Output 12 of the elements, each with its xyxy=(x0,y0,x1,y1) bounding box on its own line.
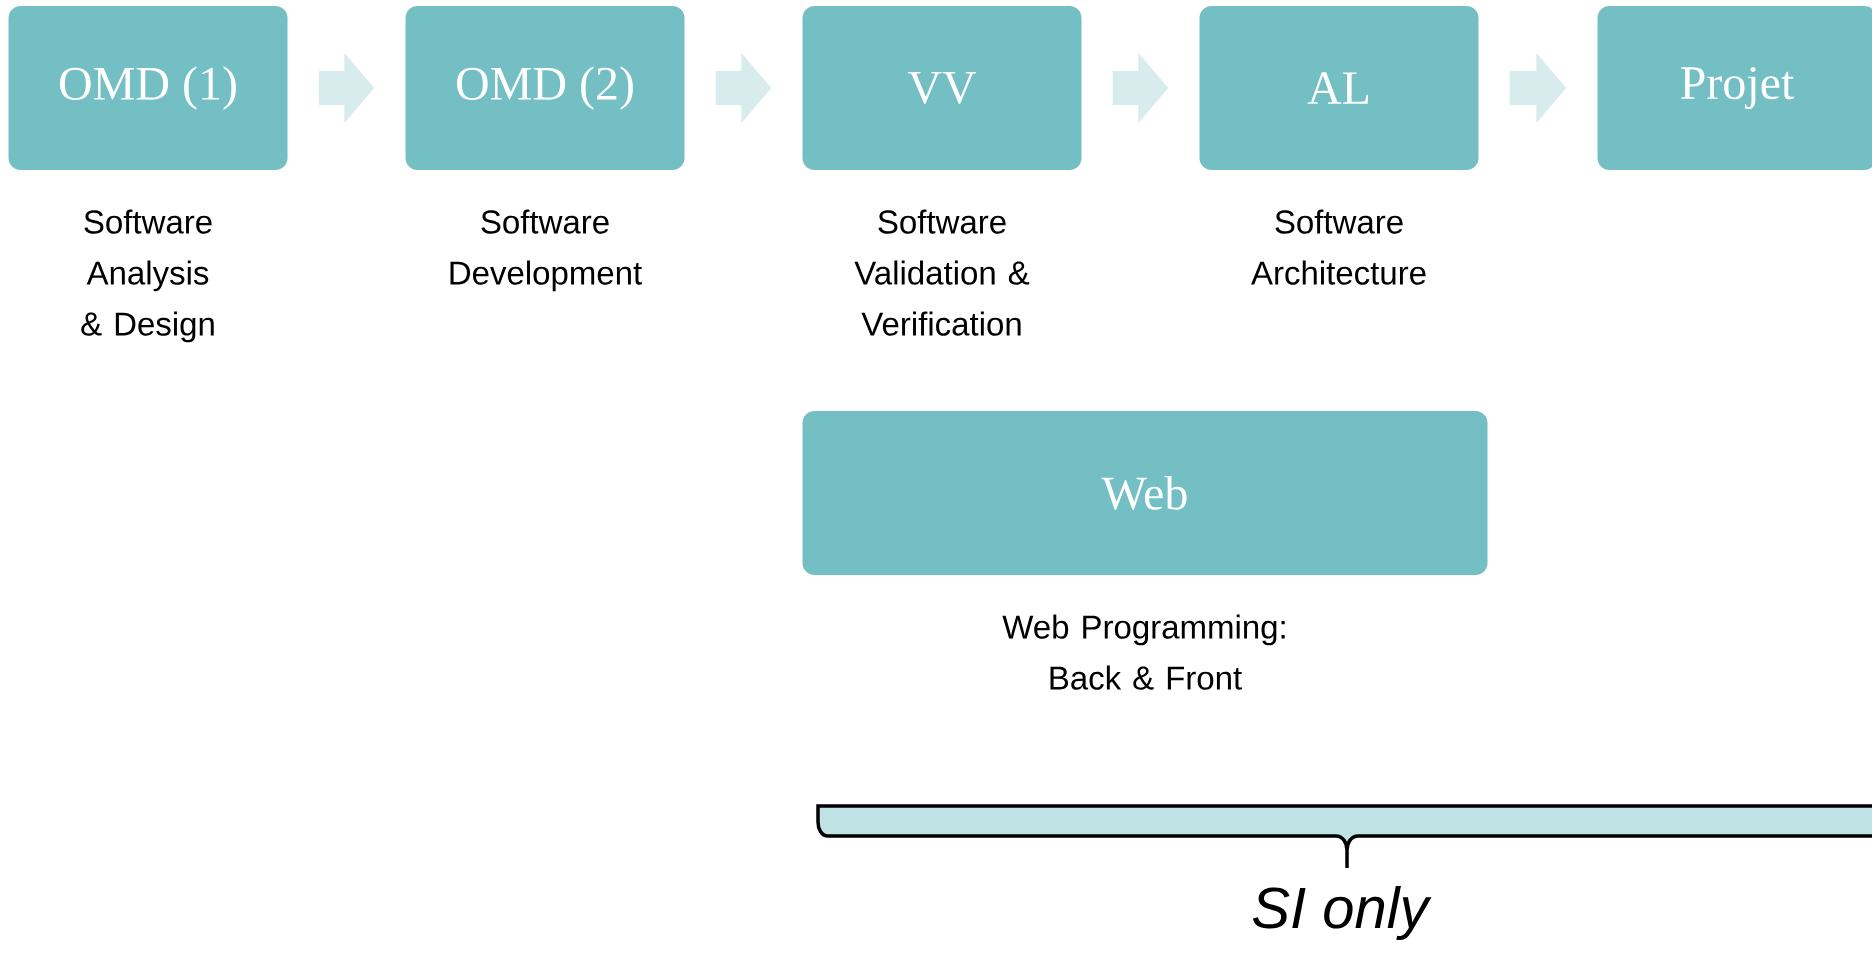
description-text: Software Analysis & Design xyxy=(81,209,214,343)
process-box: Web xyxy=(802,411,1488,575)
process-box: AL xyxy=(1199,6,1479,170)
process-box: VV xyxy=(802,6,1082,170)
brace-label: SI only xyxy=(1253,885,1432,940)
description-text: Software Architecture xyxy=(1251,209,1426,285)
process-box: Projet xyxy=(1597,6,1872,170)
description-text: Software Development xyxy=(450,209,642,292)
description-text: Web Programming: Back & Front xyxy=(1002,614,1285,690)
description-text: Software Validation & Verification xyxy=(854,209,1030,336)
process-box: OMD (2) xyxy=(405,6,685,170)
process-box: OMD (1) xyxy=(8,6,288,170)
